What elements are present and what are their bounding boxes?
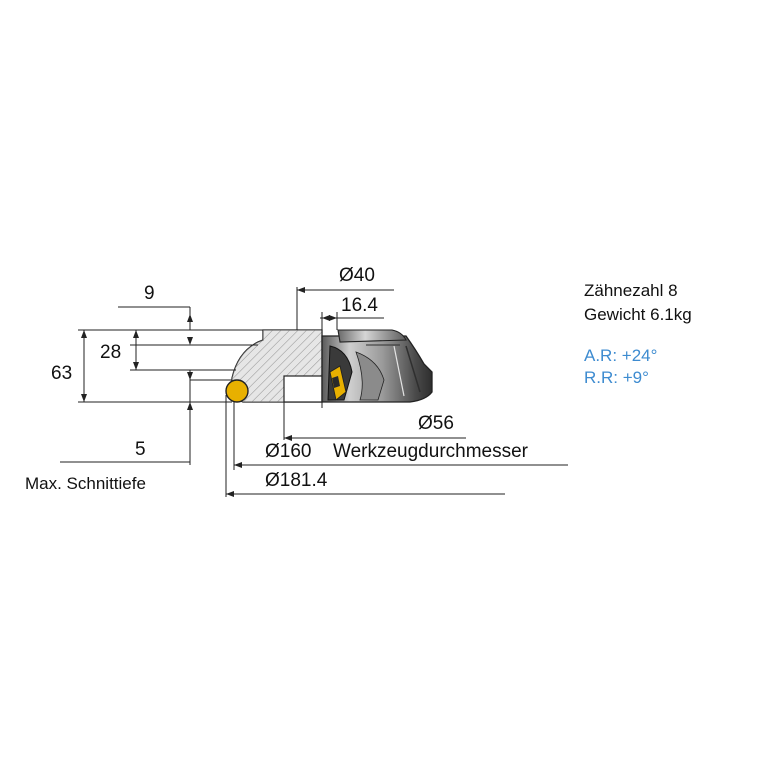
round-insert <box>225 379 249 403</box>
spec-radial-rake: R.R: +9° <box>584 368 649 387</box>
spec-weight: Gewicht 6.1kg <box>584 305 692 324</box>
chip-pocket-highlight <box>355 351 385 401</box>
insert-screw <box>332 376 340 388</box>
cutter-top-collar <box>337 329 407 343</box>
label-dia-160: Ø160 <box>265 441 312 462</box>
dimension-lines <box>60 287 568 497</box>
label-height-28: 28 <box>100 342 122 363</box>
label-dia-40: Ø40 <box>339 265 375 286</box>
cutter-cross-section <box>231 318 323 408</box>
label-dia-181-4: Ø181.4 <box>265 470 328 491</box>
label-dia-56: Ø56 <box>418 413 454 434</box>
label-tool-diameter: Werkzeugdurchmesser <box>333 441 529 462</box>
spec-teeth-count: Zähnezahl 8 <box>584 281 678 300</box>
bore-relief <box>283 375 323 403</box>
label-width-16-4: 16.4 <box>341 295 378 316</box>
spec-axial-rake: A.R: +24° <box>584 346 658 365</box>
label-max-cut-depth: Max. Schnittiefe <box>25 474 146 493</box>
label-width-9: 9 <box>144 283 155 304</box>
label-height-63: 63 <box>51 363 73 384</box>
label-depth-5: 5 <box>135 439 146 460</box>
cutter-exterior-view <box>321 329 433 403</box>
